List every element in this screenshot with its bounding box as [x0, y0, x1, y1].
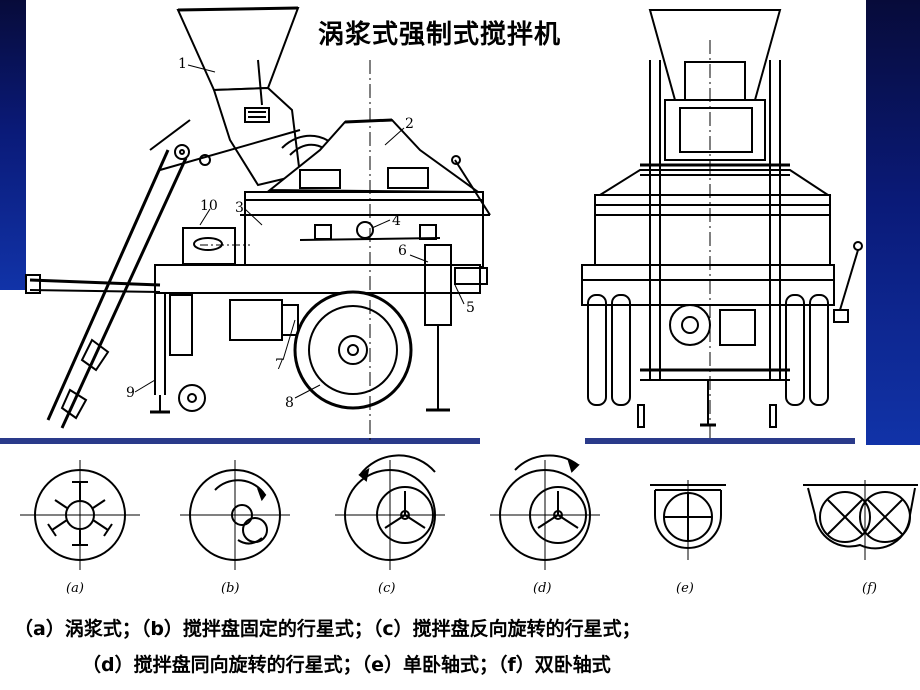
caption-line-2: （d）搅拌盘同向旋转的行星式；（e）单卧轴式；（f）双卧轴式 — [82, 654, 611, 676]
part-number-8: 8 — [285, 395, 294, 411]
divider-left — [0, 438, 480, 444]
divider-right — [585, 438, 855, 444]
type-label-b: (b) — [221, 581, 240, 596]
type-a — [20, 460, 140, 570]
type-label-e: (e) — [676, 581, 694, 596]
part-number-5: 5 — [466, 300, 475, 316]
part-number-1: 1 — [178, 56, 187, 72]
part-number-6: 6 — [398, 243, 407, 259]
part-number-9: 9 — [126, 385, 135, 401]
type-label-f: (f) — [862, 581, 877, 596]
type-b — [180, 460, 290, 570]
side-view — [25, 6, 491, 440]
type-e — [650, 480, 726, 560]
type-label-d: (d) — [533, 581, 552, 596]
part-number-3: 3 — [235, 200, 244, 216]
part-number-4: 4 — [392, 213, 401, 229]
page-title: 涡浆式强制式搅拌机 — [318, 20, 562, 50]
type-label-c: (c) — [378, 581, 396, 596]
slide-edge-left — [0, 0, 26, 290]
part-number-7: 7 — [275, 357, 284, 373]
type-d — [490, 454, 600, 570]
type-c — [335, 454, 445, 570]
type-f — [803, 480, 918, 560]
part-number-10: 10 — [200, 198, 218, 214]
slide-edge-right — [866, 0, 920, 445]
part-number-2: 2 — [405, 116, 414, 132]
caption-line-1: （a）涡浆式；（b）搅拌盘固定的行星式；（c）搅拌盘反向旋转的行星式； — [14, 618, 641, 640]
front-view — [581, 9, 863, 440]
mixer-types — [20, 454, 918, 570]
type-label-a: (a) — [66, 581, 84, 596]
